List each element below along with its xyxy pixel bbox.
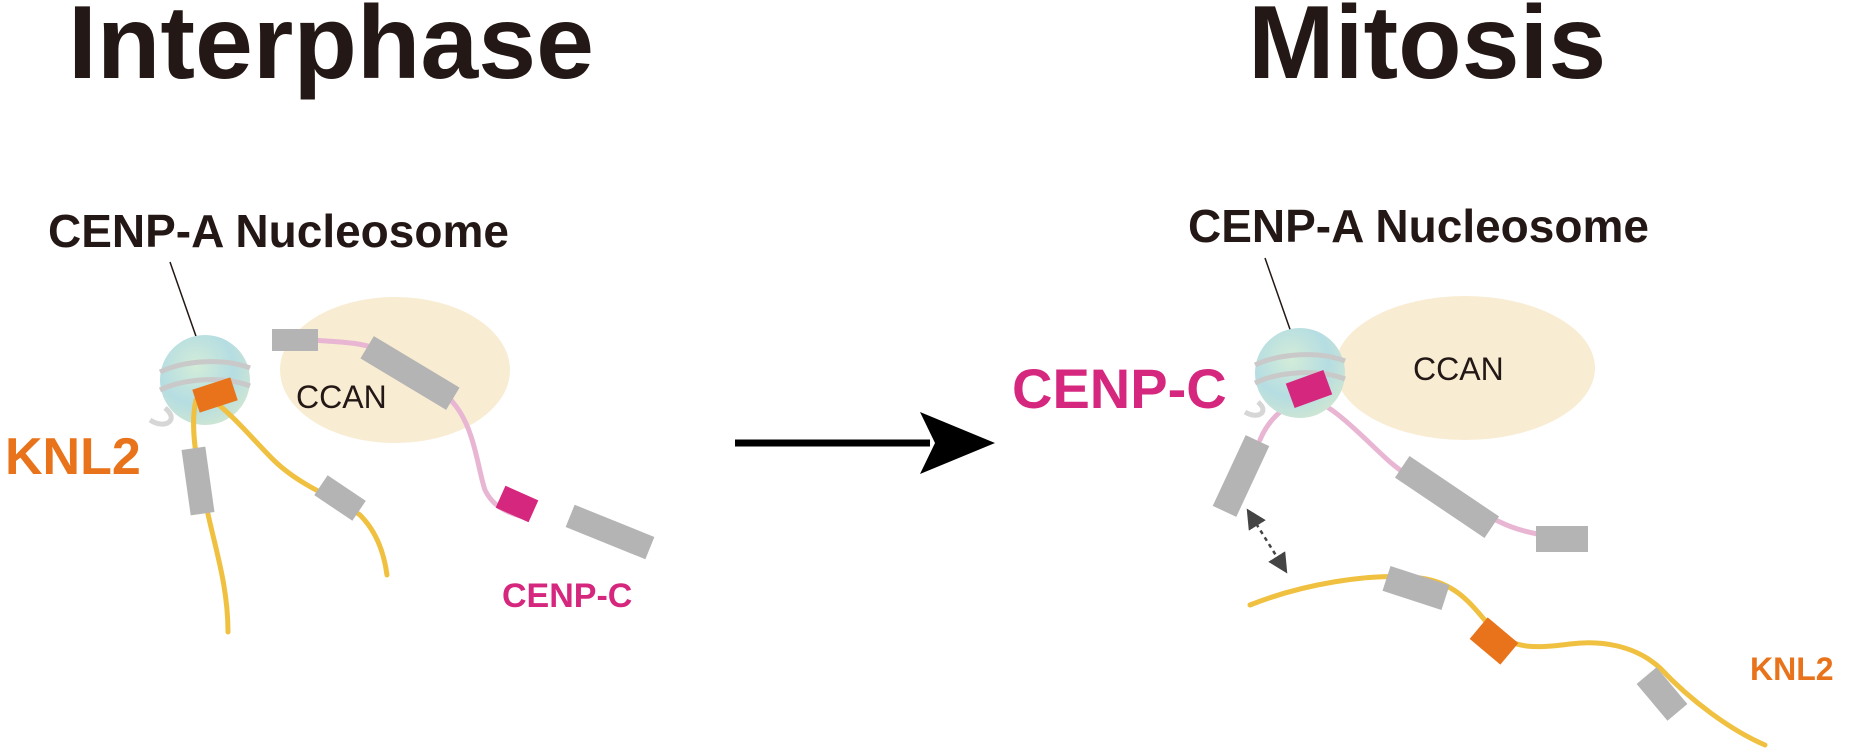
interphase-nucleosome-label: CENP-A Nucleosome [48, 205, 509, 257]
interphase-panel: Interphase CENP-A Nucleosome CCAN KNL2 C… [5, 0, 655, 635]
interphase-nucleosome-pointer-line [169, 261, 199, 343]
interphase-knl2-domain-left [181, 446, 215, 516]
interphase-knl2-strand-left [191, 397, 231, 635]
interphase-dna-wrap-2 [158, 377, 251, 393]
interphase-cenpc-motif [495, 485, 539, 523]
mitosis-cenpc-domain-left [1212, 435, 1270, 517]
mitosis-cenpc-domain-middle [1394, 456, 1500, 538]
mitosis-cenpc-label: CENP-C [1012, 357, 1227, 420]
mitosis-cenpc-motif [1285, 369, 1333, 409]
interphase-ccan-label: CCAN [296, 379, 387, 415]
interphase-ccan-domain-small [272, 329, 318, 351]
mitosis-knl2-label: KNL2 [1750, 651, 1834, 687]
mitosis-ccan-label: CCAN [1413, 351, 1504, 387]
interphase-knl2-strand-right [207, 395, 390, 578]
mitosis-knl2-domain-left [1382, 566, 1450, 610]
mitosis-knl2-motif [1469, 617, 1519, 665]
interphase-cenpc-domain [565, 504, 655, 560]
mitosis-cenpc-domain-end [1536, 526, 1588, 552]
interphase-dna-tail [148, 406, 174, 427]
interphase-cenpc-strand [309, 337, 523, 519]
interphase-dna-wrap-1 [158, 359, 251, 375]
interphase-knl2-motif [192, 377, 238, 413]
mitosis-ccan-ellipse [1335, 296, 1595, 440]
mitosis-knl2-domain-right [1636, 667, 1688, 721]
mitosis-dna-wrap-1 [1253, 352, 1346, 368]
double-headed-dotted-arrow-icon [1246, 508, 1288, 574]
mitosis-knl2-strand [1247, 574, 1768, 748]
mitosis-nucleosome-pointer-line [1264, 257, 1293, 336]
right-arrow-icon [735, 412, 995, 474]
mitosis-panel: Mitosis CENP-A Nucleosome CCAN CENP-C KN… [1012, 0, 1834, 748]
mitosis-nucleosome-label: CENP-A Nucleosome [1188, 200, 1649, 252]
interphase-cenpc-label: CENP-C [502, 577, 632, 615]
interphase-title: Interphase [68, 0, 594, 101]
interphase-ccan-domain-large [360, 336, 460, 410]
mitosis-dna-tail [1243, 400, 1266, 418]
mitosis-title: Mitosis [1248, 0, 1606, 101]
interphase-knl2-label: KNL2 [5, 428, 141, 486]
interphase-knl2-domain-right [314, 475, 366, 521]
mitosis-dna-wrap-2 [1253, 370, 1346, 386]
